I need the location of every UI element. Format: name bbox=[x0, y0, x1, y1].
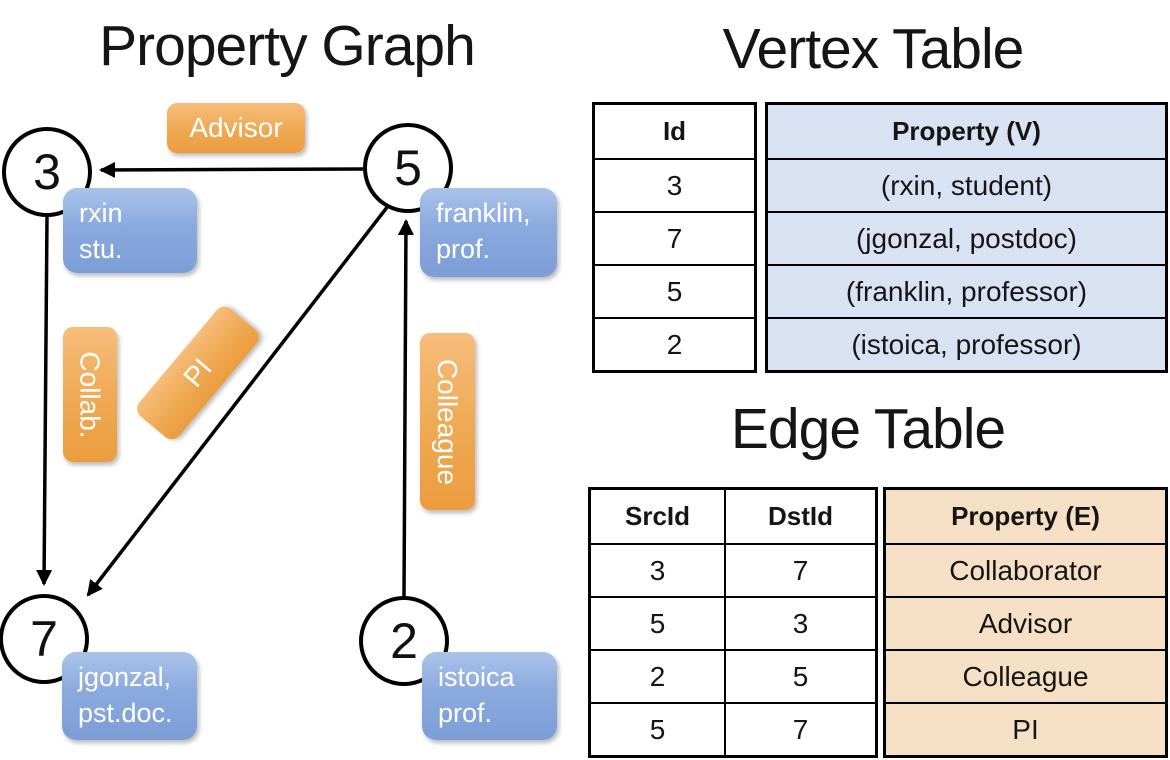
edge-label-collaborator-text: Collab. bbox=[75, 350, 107, 439]
table-cell: 7 bbox=[724, 545, 875, 596]
graph-node-3: 3 bbox=[2, 127, 92, 217]
table-cell: (rxin, student) bbox=[768, 158, 1165, 211]
vertex-property-box-5: franklin, prof. bbox=[420, 188, 557, 277]
vertex-table-property-column: Property (V) (rxin, student) (jgonzal, p… bbox=[765, 102, 1168, 373]
node-2-id: 2 bbox=[390, 613, 418, 669]
edge-table-src-dst-columns: SrcId DstId 3 7 5 3 2 5 5 7 bbox=[588, 487, 878, 758]
table-cell: 5 bbox=[595, 264, 754, 317]
edge-label-advisor: Advisor bbox=[167, 103, 305, 153]
edge-label-advisor-text: Advisor bbox=[189, 112, 283, 143]
vertex-7-prop-line2: pst.doc. bbox=[78, 697, 173, 728]
node-5-id: 5 bbox=[394, 140, 422, 196]
node-3-id: 3 bbox=[33, 144, 61, 200]
table-cell: 3 bbox=[724, 598, 875, 649]
table-cell: 7 bbox=[724, 704, 875, 755]
edge-arrow-3-to-7 bbox=[36, 215, 53, 586]
vertex-3-prop-line2: stu. bbox=[79, 233, 123, 264]
edge-label-collaborator: Collab. bbox=[63, 327, 117, 462]
table-cell: 2 bbox=[649, 660, 666, 692]
table-cell: (istoica, professor) bbox=[768, 317, 1165, 370]
edge-table-dstid-header: DstId bbox=[724, 490, 875, 543]
vertex-2-prop-line1: istoica bbox=[438, 662, 515, 692]
table-cell: (franklin, professor) bbox=[768, 264, 1165, 317]
property-graph-title: Property Graph bbox=[99, 14, 476, 78]
edge-table-srcid-header: SrcId bbox=[624, 501, 691, 531]
vertex-table-title: Vertex Table bbox=[722, 17, 1025, 81]
vertex-5-prop-line1: franklin, bbox=[436, 198, 531, 228]
vertex-table-id-header: Id bbox=[662, 116, 687, 146]
table-row: 3 7 bbox=[591, 543, 875, 596]
vertex-2-prop-line2: prof. bbox=[438, 697, 493, 728]
node-7-id: 7 bbox=[30, 611, 58, 667]
edge-label-colleague-text: Colleague bbox=[432, 358, 464, 485]
edge-table-title: Edge Table bbox=[730, 397, 1006, 461]
edge-table-property-header: Property (E) bbox=[951, 501, 1100, 531]
vertex-table-id-column: Id 3 7 5 2 bbox=[592, 102, 757, 373]
table-cell: Advisor bbox=[886, 596, 1165, 649]
table-cell: Collaborator bbox=[886, 543, 1165, 596]
table-cell: PI bbox=[886, 702, 1165, 755]
vertex-property-box-7: jgonzal, pst.doc. bbox=[62, 652, 197, 740]
edge-arrow-2-to-5 bbox=[397, 219, 414, 599]
edge-label-pi-text: PI bbox=[177, 352, 218, 393]
vertex-property-box-3: rxin stu. bbox=[63, 188, 197, 273]
table-row: 2 5 bbox=[591, 649, 875, 702]
table-cell: 2 bbox=[595, 317, 754, 370]
table-cell: 5 bbox=[724, 651, 875, 702]
vertex-property-box-2: istoica prof. bbox=[422, 652, 557, 740]
table-row: 5 7 bbox=[591, 702, 875, 755]
table-row: 5 3 bbox=[591, 596, 875, 649]
edge-arrow-5-to-3 bbox=[99, 161, 364, 178]
edge-arrow-5-to-7 bbox=[86, 204, 390, 597]
vertex-7-prop-line1: jgonzal, bbox=[78, 662, 172, 692]
table-cell: 3 bbox=[595, 158, 754, 211]
vertex-table-property-header: Property (V) bbox=[892, 116, 1041, 146]
table-cell: (jgonzal, postdoc) bbox=[768, 211, 1165, 264]
edge-table-header-row: SrcId DstId bbox=[591, 490, 875, 543]
edge-label-colleague: Colleague bbox=[420, 333, 475, 510]
table-cell: 7 bbox=[595, 211, 754, 264]
table-cell: 5 bbox=[649, 607, 666, 639]
table-cell: Colleague bbox=[886, 649, 1165, 702]
vertex-5-prop-line2: prof. bbox=[436, 233, 491, 264]
edge-table-property-column: Property (E) Collaborator Advisor Collea… bbox=[883, 487, 1168, 758]
table-cell: 5 bbox=[649, 713, 666, 745]
table-cell: 3 bbox=[649, 554, 666, 586]
vertex-3-prop-line1: rxin bbox=[79, 198, 123, 228]
